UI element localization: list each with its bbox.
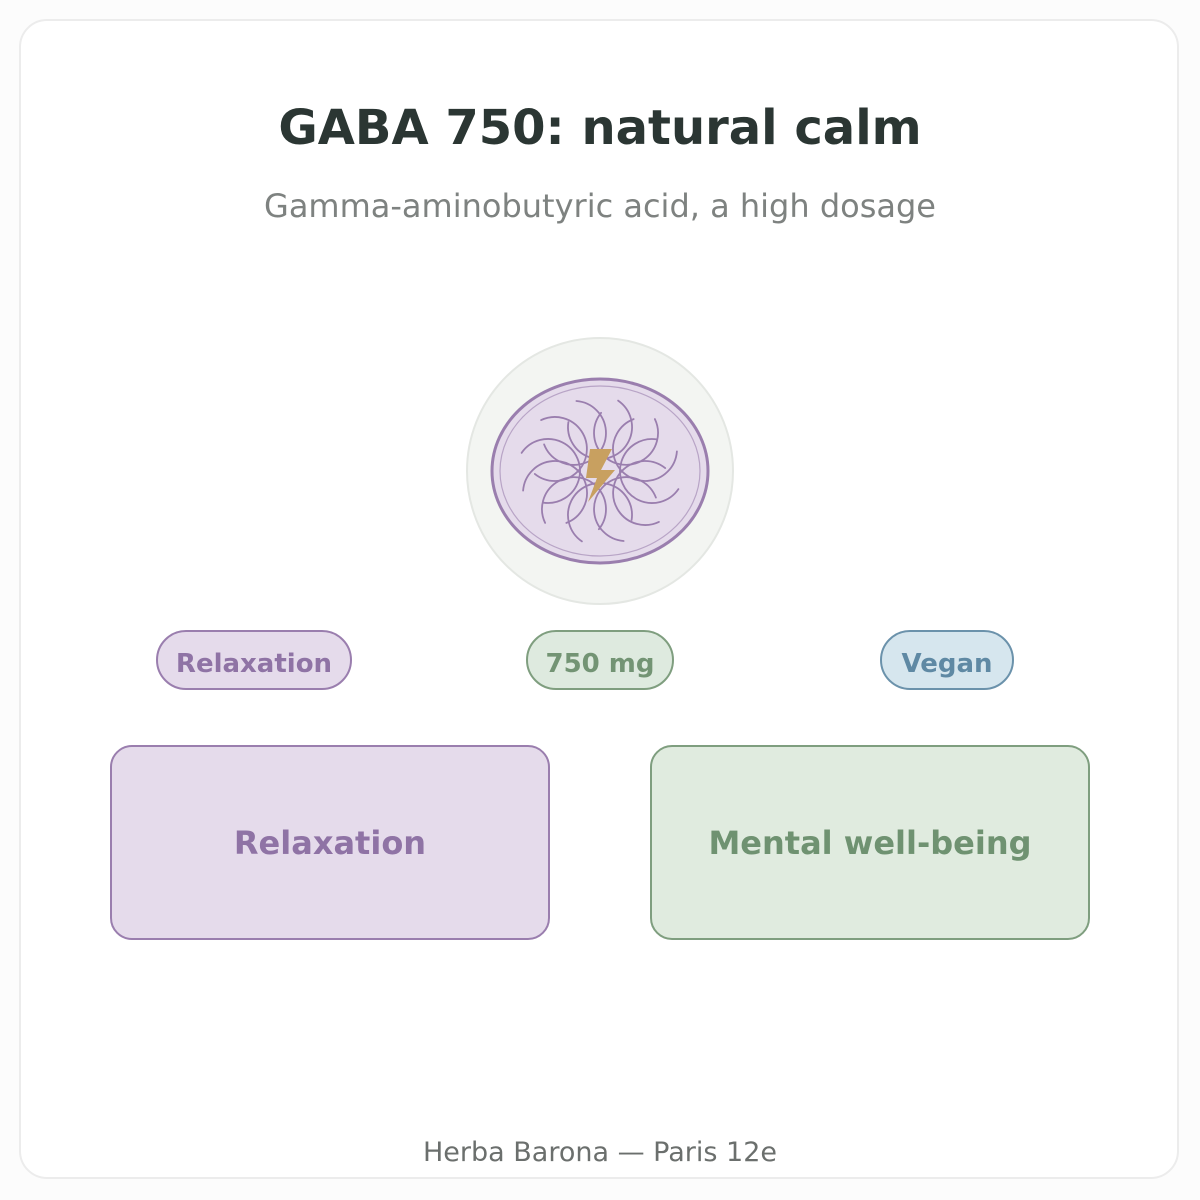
emblem-arc (522, 460, 588, 524)
emblem-arc (520, 438, 581, 504)
emblem-arc (533, 416, 588, 482)
emblem-arc (567, 399, 633, 460)
benefit-relaxation: Relaxation (110, 745, 550, 940)
benefit-mental-label: Mental well-being (708, 823, 1032, 862)
spiral-pattern-lightning-icon (466, 337, 734, 605)
emblem-arc (541, 476, 607, 531)
footer-store: Herba Barona — Paris 12e (422, 1137, 778, 1168)
page-subtitle: Gamma-aminobutyric acid, a high dosage (264, 187, 936, 225)
gaba-emblem (465, 336, 735, 606)
benefit-mental-well-being: Mental well-being (650, 745, 1090, 940)
page-title: GABA 750: natural calm (278, 100, 922, 156)
emblem-arc (612, 418, 678, 482)
emblem-arc (593, 411, 659, 466)
tag-relaxation: Relaxation (156, 630, 352, 690)
emblem-arc (567, 482, 633, 543)
benefit-relaxation-label: Relaxation (233, 823, 427, 862)
emblem-arc (612, 460, 667, 526)
emblem-arc (619, 438, 680, 504)
tag-dosage: 750 mg (526, 630, 674, 690)
tag-vegan: Vegan (880, 630, 1014, 690)
